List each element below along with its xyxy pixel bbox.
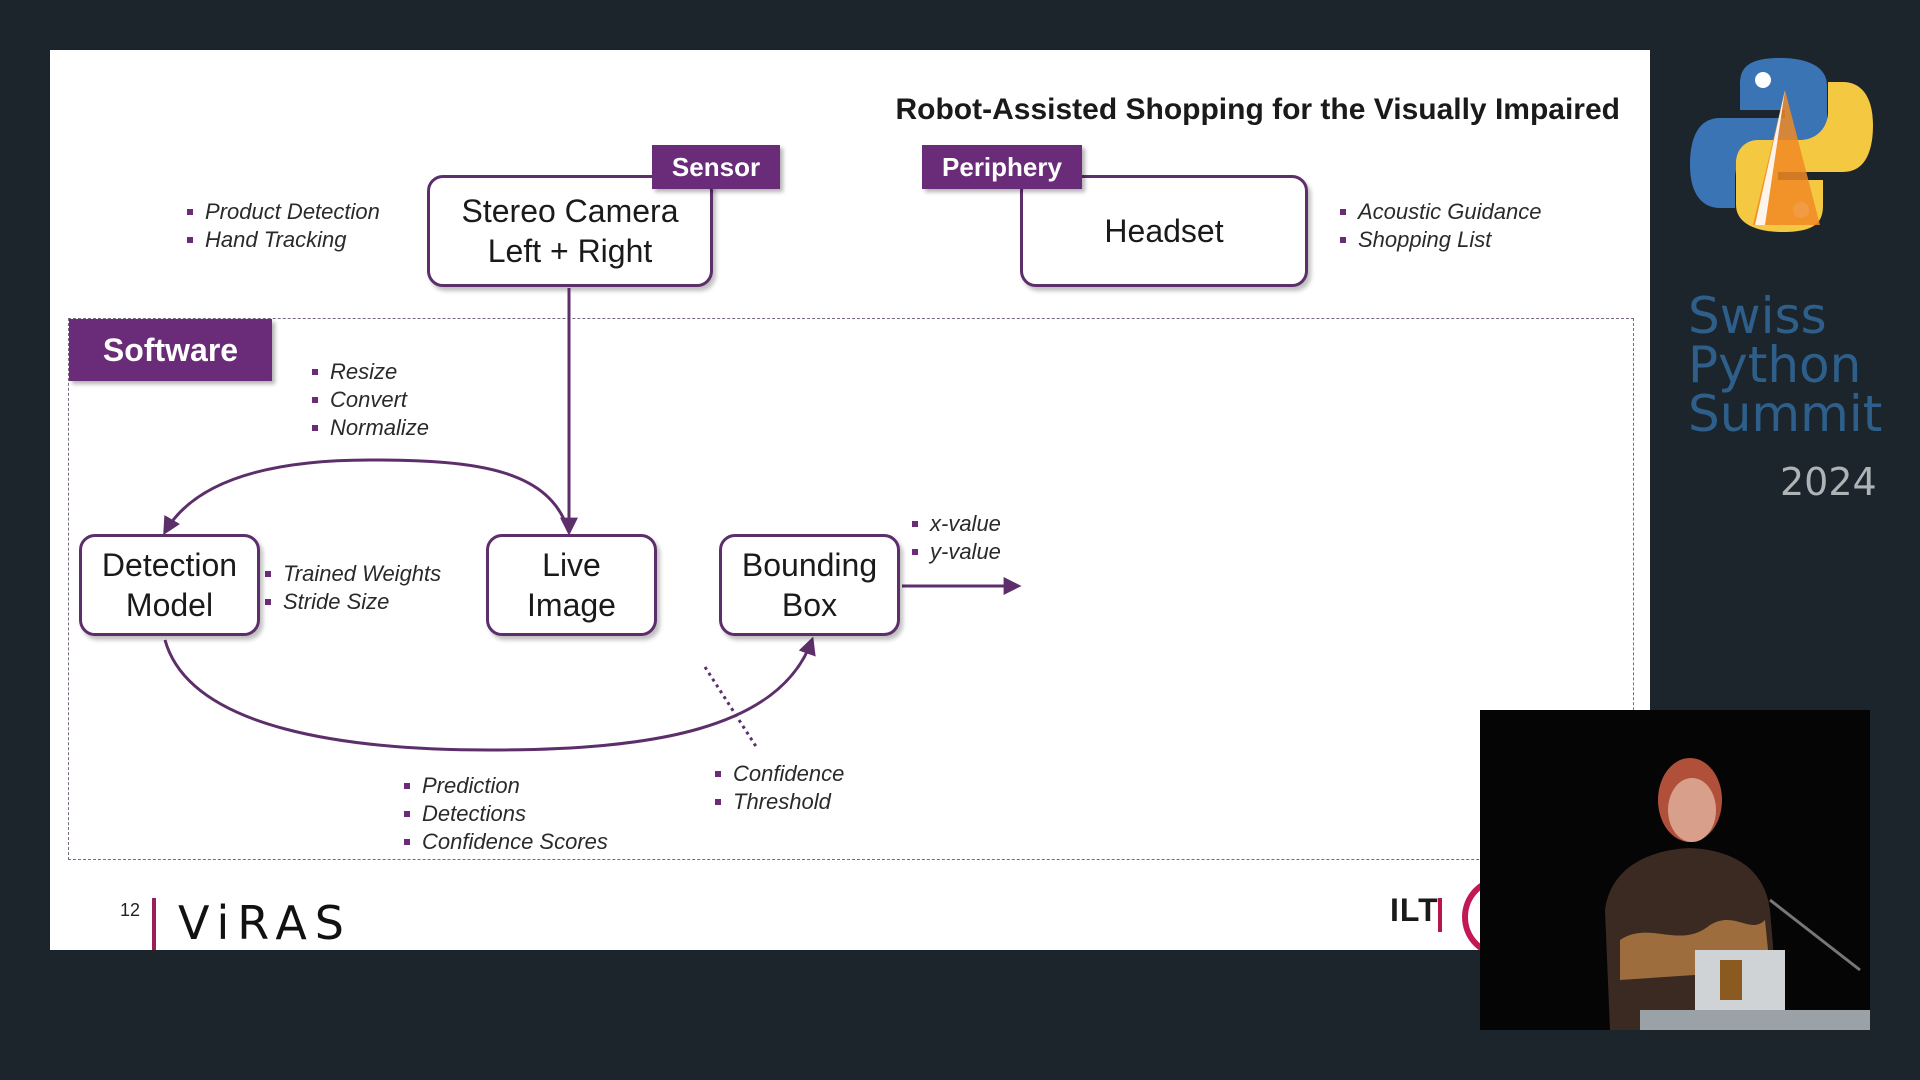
model-note-item: Stride Size bbox=[265, 588, 441, 616]
detection-model-box: Detection Model bbox=[79, 534, 260, 636]
prediction-notes: Prediction Detections Confidence Scores bbox=[404, 772, 608, 856]
threshold-line bbox=[703, 666, 759, 749]
output-note-item: y-value bbox=[912, 538, 1001, 566]
live-image-box: Live Image bbox=[486, 534, 657, 636]
bounding-box-box: Bounding Box bbox=[719, 534, 900, 636]
prediction-note-item: Confidence Scores bbox=[404, 828, 608, 856]
headset-note-item: Acoustic Guidance bbox=[1340, 198, 1541, 226]
slide: Robot-Assisted Shopping for the Visually… bbox=[50, 50, 1650, 950]
periphery-tag: Periphery bbox=[922, 145, 1082, 189]
preprocess-note-item: Normalize bbox=[312, 414, 429, 442]
brand-line: Summit bbox=[1688, 385, 1883, 443]
footer-divider bbox=[152, 898, 156, 950]
ilt-logo: ILT bbox=[1390, 892, 1439, 928]
headset-notes: Acoustic Guidance Shopping List bbox=[1340, 198, 1541, 254]
viras-logo: ViRAS bbox=[178, 896, 353, 950]
sensor-tag: Sensor bbox=[652, 145, 780, 189]
speaker-figure bbox=[1480, 710, 1870, 1030]
output-note-item: x-value bbox=[912, 510, 1001, 538]
software-frame bbox=[68, 318, 1634, 860]
camera-note-item: Product Detection bbox=[187, 198, 380, 226]
summit-brand: Swiss Python Summit bbox=[1688, 287, 1883, 443]
prediction-note-item: Detections bbox=[404, 800, 608, 828]
brand-line: Swiss bbox=[1688, 287, 1827, 345]
software-tag: Software bbox=[69, 319, 272, 381]
camera-note-item: Hand Tracking bbox=[187, 226, 380, 254]
headset-note-item: Shopping List bbox=[1340, 226, 1541, 254]
threshold-notes: Confidence Threshold bbox=[715, 760, 844, 816]
model-notes: Trained Weights Stride Size bbox=[265, 560, 441, 616]
page-number: 12 bbox=[120, 900, 141, 920]
prediction-note-item: Prediction bbox=[404, 772, 608, 800]
camera-notes: Product Detection Hand Tracking bbox=[187, 198, 380, 254]
threshold-note-item: Confidence bbox=[715, 760, 844, 788]
stereo-camera-box: Stereo Camera Left + Right bbox=[427, 175, 713, 287]
ilt-divider bbox=[1438, 898, 1442, 932]
live-to-model-arrow bbox=[163, 458, 571, 536]
slide-title: Robot-Assisted Shopping for the Visually… bbox=[895, 93, 1620, 126]
brand-line: Python bbox=[1688, 336, 1862, 394]
model-note-item: Trained Weights bbox=[265, 560, 441, 588]
connectors bbox=[163, 288, 1022, 752]
output-notes: x-value y-value bbox=[912, 510, 1001, 566]
headset-box: Headset bbox=[1020, 175, 1308, 287]
preprocess-notes: Resize Convert Normalize bbox=[312, 358, 429, 442]
preprocess-note-item: Resize bbox=[312, 358, 429, 386]
threshold-note-item: Threshold bbox=[715, 788, 844, 816]
preprocess-note-item: Convert bbox=[312, 386, 429, 414]
brand-year: 2024 bbox=[1780, 460, 1877, 504]
model-to-box-arrow bbox=[163, 636, 816, 752]
speaker-video bbox=[1480, 710, 1870, 1030]
python-logo-icon bbox=[1690, 58, 1873, 232]
